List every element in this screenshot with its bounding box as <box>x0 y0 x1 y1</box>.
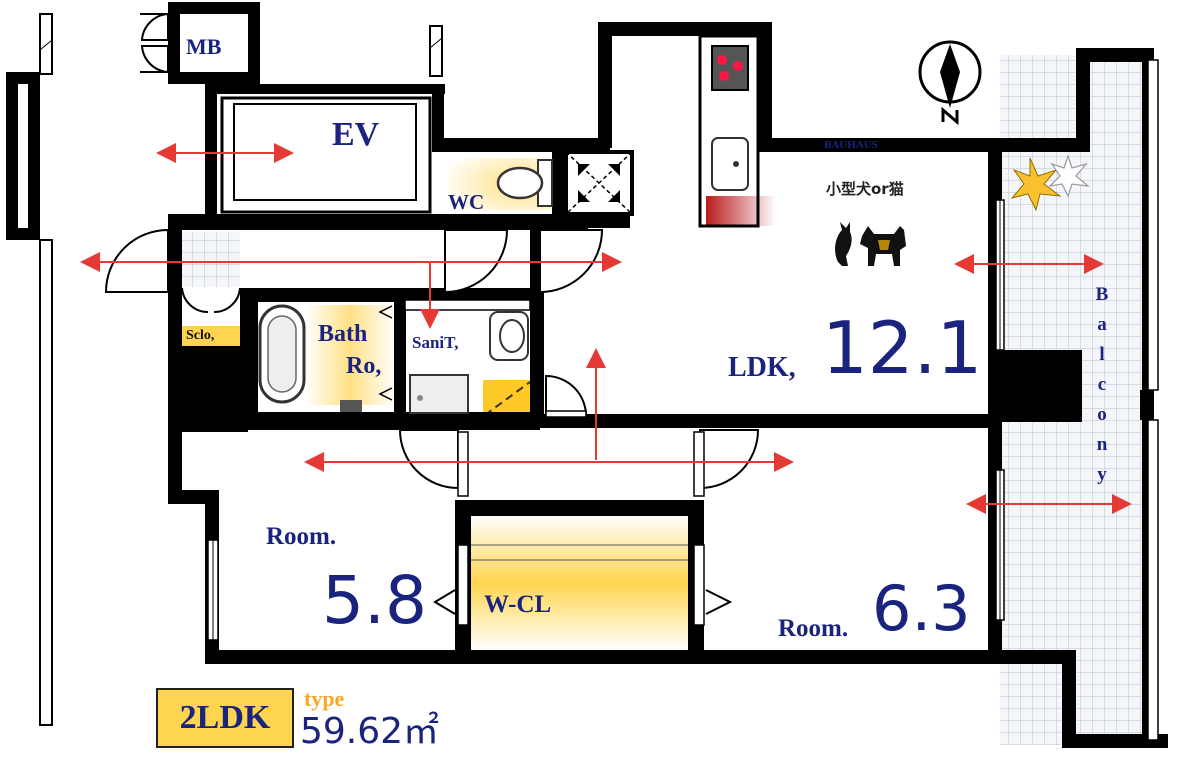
w-cl-floor <box>470 515 692 650</box>
kitchen-sink-icon <box>711 137 749 191</box>
circulation-arrows <box>80 143 1132 514</box>
sanit-label: SaniT, <box>412 333 459 352</box>
room1-size: 5.8 <box>322 562 427 639</box>
unit-area: 59.62㎡ <box>300 711 440 752</box>
kitchen-counter <box>698 34 776 228</box>
plant-icon <box>1010 154 1090 212</box>
wc-label: WC <box>448 190 485 214</box>
washer-pan <box>409 374 469 414</box>
type-word: type <box>304 686 345 711</box>
toilet-icon <box>496 159 553 207</box>
ldk-label: LDK, <box>728 352 796 383</box>
sink-icon <box>489 311 529 361</box>
unit-type-badge: 2LDK <box>156 688 294 748</box>
sclo-floor <box>182 326 240 348</box>
room2-label: Room. <box>778 615 849 642</box>
room2-size: 6.3 <box>872 572 971 645</box>
stove-icon <box>711 45 749 91</box>
cat-icon <box>835 222 852 266</box>
mb-label: MB <box>186 34 222 59</box>
north-compass-icon <box>918 40 982 126</box>
sclo-label: Sclo, <box>186 328 215 343</box>
bathtub-icon <box>258 304 393 412</box>
sclo-grid <box>182 232 240 287</box>
bath-label-line2: Ro, <box>346 353 382 379</box>
pets-note: 小型犬or猫 <box>826 180 904 198</box>
ev-label: EV <box>332 116 380 153</box>
bath-floor <box>305 305 395 405</box>
brand-label: BAUHAUS <box>824 139 878 151</box>
dog-icon <box>860 226 906 266</box>
balcony-label: B a l c o n y <box>1095 284 1109 485</box>
room1-label: Room. <box>266 523 337 550</box>
wcl-label: W-CL <box>484 591 552 618</box>
ldk-size: 12.1 <box>822 306 983 390</box>
bath-label-line1: Bath <box>318 321 368 347</box>
